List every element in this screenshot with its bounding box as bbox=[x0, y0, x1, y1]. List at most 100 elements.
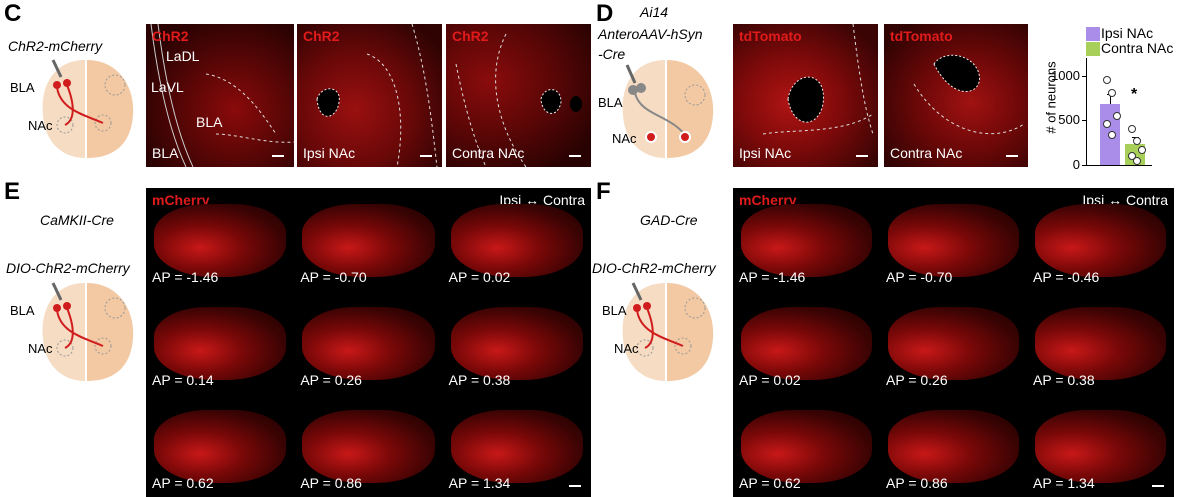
brain-slice: AP = 0.62 bbox=[733, 394, 880, 497]
ap-label: AP = 0.62 bbox=[152, 475, 214, 491]
slice-tissue bbox=[888, 204, 1019, 277]
data-point bbox=[1128, 124, 1136, 133]
panel-letter-f: F bbox=[596, 178, 611, 205]
slice-tissue bbox=[1035, 307, 1166, 380]
data-point bbox=[1133, 137, 1141, 146]
ap-label: AP = 0.38 bbox=[448, 372, 511, 388]
brain-slice: AP = -0.70 bbox=[294, 188, 442, 291]
scale-bar bbox=[272, 155, 284, 157]
data-point bbox=[1128, 152, 1136, 161]
micrograph-tdtomato-ipsi-nac: tdTomato Ipsi NAc bbox=[733, 24, 878, 167]
slice-tissue bbox=[1035, 410, 1166, 483]
data-point bbox=[1103, 76, 1111, 85]
legend-swatch-contra bbox=[1086, 42, 1100, 56]
y-tick-label: 1000 bbox=[1051, 67, 1080, 83]
ap-label: AP = 0.86 bbox=[886, 475, 948, 491]
data-point bbox=[1133, 156, 1141, 165]
ap-label: AP = 0.62 bbox=[739, 475, 801, 491]
micrograph-title: ChR2 bbox=[152, 28, 189, 44]
micrograph-title: tdTomato bbox=[739, 28, 802, 44]
ap-label: AP = -0.46 bbox=[1033, 269, 1100, 285]
construct-label-f-2: DIO-ChR2-mCherry bbox=[592, 260, 716, 276]
y-axis bbox=[1086, 58, 1087, 165]
data-point bbox=[1113, 112, 1121, 121]
y-tick-label: 500 bbox=[1058, 112, 1080, 128]
bla-label-c: BLA bbox=[10, 80, 35, 95]
scale-bar bbox=[856, 155, 868, 157]
brain-slice: AP = -1.46 bbox=[733, 188, 880, 291]
construct-label-d-1: Ai14 bbox=[640, 4, 669, 20]
panel-letter-d: D bbox=[596, 0, 614, 27]
scale-bar bbox=[569, 485, 581, 487]
brain-slice: AP = 0.02 bbox=[443, 188, 591, 291]
slice-tissue bbox=[741, 204, 872, 277]
nac-label-f: NAc bbox=[614, 341, 639, 356]
data-point bbox=[1103, 120, 1111, 129]
micrograph-chr2-ipsi-nac: ChR2 Ipsi NAc bbox=[297, 24, 442, 167]
brain-slice: AP = 0.26 bbox=[294, 291, 442, 394]
scale-bar bbox=[1152, 485, 1164, 487]
slice-tissue bbox=[302, 204, 435, 277]
slice-tissue bbox=[154, 204, 287, 277]
brain-slice: AP = 0.86 bbox=[294, 394, 442, 497]
nac-label-e: NAc bbox=[28, 341, 53, 356]
brain-schematic-e bbox=[42, 282, 134, 381]
brain-slice: AP = 0.14 bbox=[146, 291, 294, 394]
brain-schematic-f bbox=[622, 282, 714, 381]
construct-label-e-2: DIO-ChR2-mCherry bbox=[6, 260, 130, 276]
brain-schematic-c bbox=[42, 59, 134, 158]
construct-label-d-3: -Cre bbox=[598, 46, 626, 62]
panel-letter-e: E bbox=[4, 178, 21, 205]
slice-tissue bbox=[154, 410, 287, 483]
legend-swatch-ipsi bbox=[1086, 27, 1100, 41]
construct-label-d-2: AnteroAAV-hSyn bbox=[598, 26, 703, 42]
nac-label-c: NAc bbox=[28, 118, 53, 133]
micrograph-chr2-bla: ChR2 LaDL LaVL BLA BLA bbox=[146, 24, 294, 167]
slice-tissue bbox=[741, 307, 872, 380]
slice-tissue bbox=[450, 204, 583, 277]
data-point bbox=[1108, 88, 1116, 97]
ap-label: AP = 0.26 bbox=[886, 372, 948, 388]
brain-slice: AP = -1.46 bbox=[146, 188, 294, 291]
ap-label: AP = 0.14 bbox=[152, 372, 214, 388]
ap-label: AP = 0.26 bbox=[300, 372, 362, 388]
slice-tissue bbox=[302, 410, 435, 483]
ap-label: AP = 0.02 bbox=[448, 269, 511, 285]
data-point bbox=[1138, 145, 1146, 154]
slice-tissue bbox=[302, 307, 435, 380]
ap-label: AP = -0.70 bbox=[300, 269, 367, 285]
micrograph-bottom-label: Contra NAc bbox=[452, 145, 525, 161]
brain-slice: AP = -0.46 bbox=[1027, 188, 1174, 291]
brain-slice: AP = 1.34 bbox=[1027, 394, 1174, 497]
ap-label: AP = 1.34 bbox=[1033, 475, 1095, 491]
micrograph-chr2-contra-nac: ChR2 Contra NAc bbox=[446, 24, 591, 167]
ap-label: AP = 0.02 bbox=[739, 372, 801, 388]
nac-label-d: NAc bbox=[612, 131, 637, 146]
y-tick bbox=[1082, 165, 1086, 166]
legend-label-contra: Contra NAc bbox=[1101, 40, 1174, 56]
x-axis bbox=[1086, 165, 1152, 166]
brain-slice: AP = 1.34 bbox=[443, 394, 591, 497]
data-point bbox=[1108, 130, 1116, 139]
slice-tissue bbox=[741, 410, 872, 483]
legend-label-ipsi: Ipsi NAc bbox=[1101, 25, 1154, 41]
micrograph-bottom-label: Contra NAc bbox=[890, 145, 963, 161]
error-bar bbox=[1110, 93, 1111, 105]
slice-tissue bbox=[1035, 204, 1166, 277]
region-label-lavl: LaVL bbox=[151, 79, 184, 95]
ap-label: AP = -0.70 bbox=[886, 269, 953, 285]
micrograph-tdtomato-contra-nac: tdTomato Contra NAc bbox=[884, 24, 1028, 167]
scale-bar bbox=[569, 155, 581, 157]
ap-label: AP = 0.86 bbox=[300, 475, 362, 491]
region-label-ladl: LaDL bbox=[166, 48, 200, 64]
construct-label-e-1: CaMKII-Cre bbox=[40, 212, 114, 228]
brain-slice: AP = -0.70 bbox=[880, 188, 1027, 291]
ap-label: AP = 0.38 bbox=[1033, 372, 1095, 388]
y-tick-label: 0 bbox=[1072, 157, 1080, 172]
significance-asterisk: * bbox=[1131, 86, 1138, 103]
brain-slice: AP = 0.86 bbox=[880, 394, 1027, 497]
scale-bar bbox=[420, 155, 432, 157]
construct-label-f-1: GAD-Cre bbox=[640, 212, 698, 228]
